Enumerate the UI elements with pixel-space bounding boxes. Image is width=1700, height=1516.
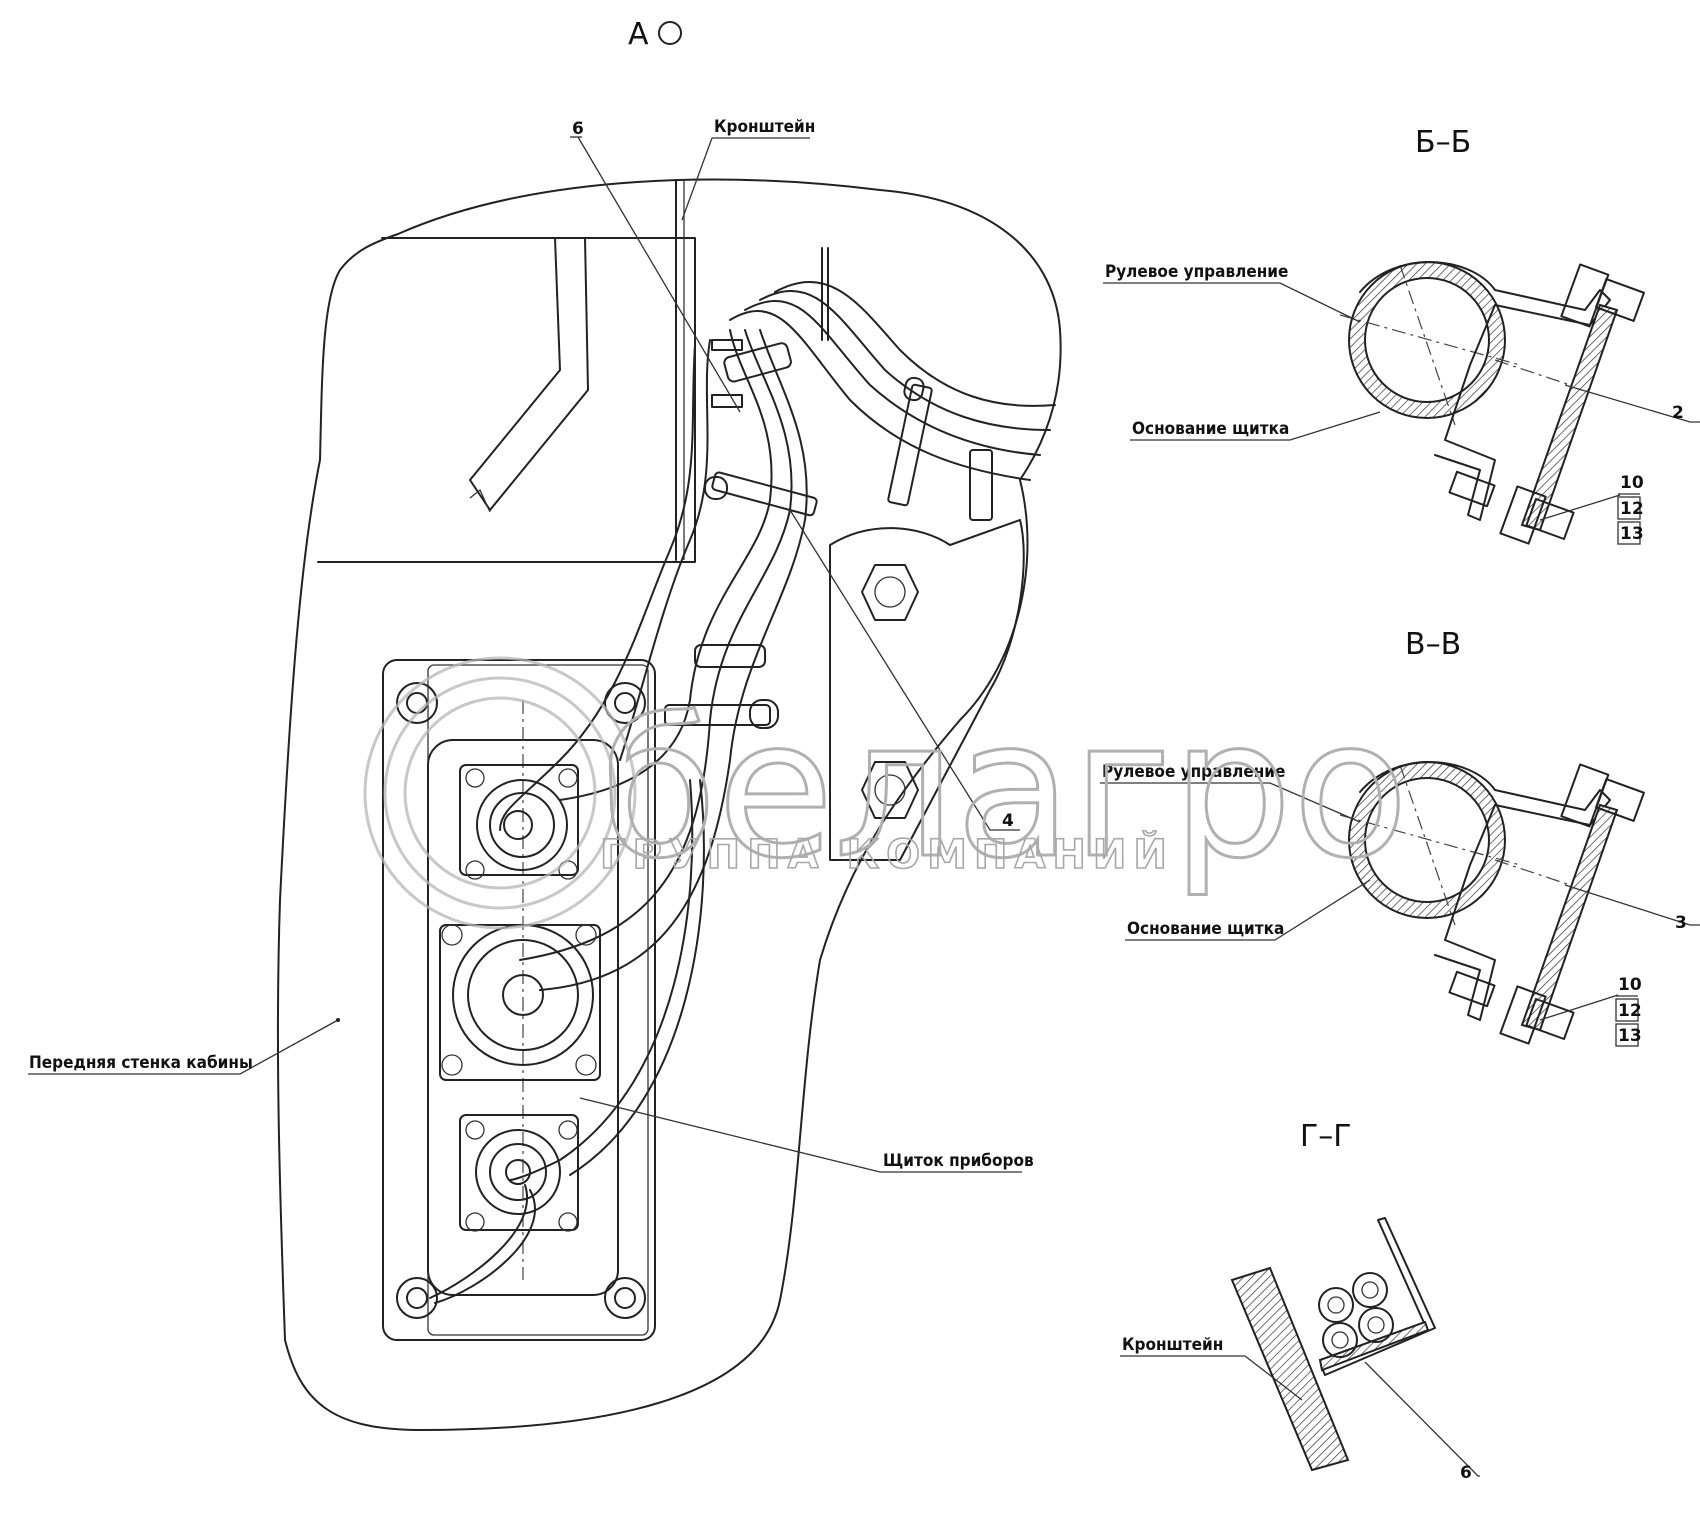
label-bracket: Кронштейн bbox=[714, 117, 815, 137]
callout-v-3: 3 bbox=[1675, 913, 1687, 933]
gauge-3 bbox=[459, 1114, 579, 1232]
hex-bolt-upper bbox=[861, 564, 919, 621]
callout-v-10: 10 bbox=[1618, 975, 1642, 995]
bracket-g bbox=[1230, 1266, 1350, 1472]
plate-b bbox=[1520, 303, 1619, 532]
callout-6: 6 bbox=[572, 119, 584, 139]
label-instrument-panel: Щиток приборов bbox=[883, 1151, 1034, 1171]
section-b-b: Б–Б Рулевое управление Основание щитка 2… bbox=[1103, 125, 1700, 545]
window-pipe bbox=[469, 237, 589, 511]
panel-base-v bbox=[1359, 761, 1611, 1021]
view-a-title: А bbox=[628, 17, 649, 52]
label-steering-v: Рулевое управление bbox=[1102, 762, 1285, 782]
callout-v-13: 13 bbox=[1618, 1026, 1642, 1046]
panel-base-b bbox=[1359, 261, 1611, 521]
panel-mount-bolt bbox=[396, 1277, 438, 1319]
clip-g bbox=[1321, 1217, 1436, 1376]
gauge-1 bbox=[459, 764, 579, 880]
hex-bolt-lower bbox=[861, 761, 919, 819]
plate-v bbox=[1520, 803, 1619, 1032]
callout-v-12: 12 bbox=[1618, 1001, 1642, 1021]
panel-mount-bolt bbox=[604, 1277, 646, 1319]
cable-tie-6 bbox=[694, 644, 766, 668]
panel-mount-bolt bbox=[604, 682, 646, 724]
cable-tie-1 bbox=[887, 383, 933, 507]
watermark-brand: белагро bbox=[600, 679, 1409, 900]
cable-tie-2 bbox=[969, 449, 993, 521]
section-v-v: В–В Рулевое управление Основание щитка 3… bbox=[1100, 627, 1700, 1047]
cable-tie-3 bbox=[723, 342, 792, 383]
section-b-title: Б–Б bbox=[1415, 125, 1471, 160]
wire-cross-sections bbox=[1318, 1272, 1394, 1358]
label-panel-base-v: Основание щитка bbox=[1127, 919, 1284, 939]
watermark: белагро ГРУППА КОМПАНИЙ bbox=[363, 656, 1410, 930]
label-bracket-g: Кронштейн bbox=[1122, 1335, 1223, 1355]
watermark-tagline: ГРУППА КОМПАНИЙ bbox=[600, 830, 1174, 878]
label-cab-front-wall: Передняя стенка кабины bbox=[29, 1053, 253, 1073]
callout-b-12: 12 bbox=[1620, 499, 1644, 519]
mount-bracket bbox=[829, 519, 1025, 861]
label-panel-base-b: Основание щитка bbox=[1132, 419, 1289, 439]
gauge-2 bbox=[439, 924, 601, 1081]
callout-4: 4 bbox=[1002, 811, 1014, 831]
cable-tie-5 bbox=[664, 704, 771, 726]
section-g-g: Г–Г Кронштейн 6 bbox=[1120, 1119, 1480, 1483]
section-v-title: В–В bbox=[1405, 627, 1461, 662]
callout-b-10: 10 bbox=[1620, 473, 1644, 493]
label-steering-b: Рулевое управление bbox=[1105, 262, 1288, 282]
view-direction-icon bbox=[658, 21, 682, 45]
callout-b-13: 13 bbox=[1620, 524, 1644, 544]
cable-tie-4 bbox=[711, 471, 818, 517]
cab-outline bbox=[276, 178, 1062, 1431]
section-g-title: Г–Г bbox=[1300, 1119, 1352, 1154]
callout-g-6: 6 bbox=[1460, 1463, 1472, 1483]
panel-mount-bolt bbox=[396, 682, 438, 724]
callout-b-2: 2 bbox=[1672, 403, 1684, 423]
main-view: А bbox=[28, 17, 1062, 1431]
window-frame bbox=[317, 237, 696, 563]
